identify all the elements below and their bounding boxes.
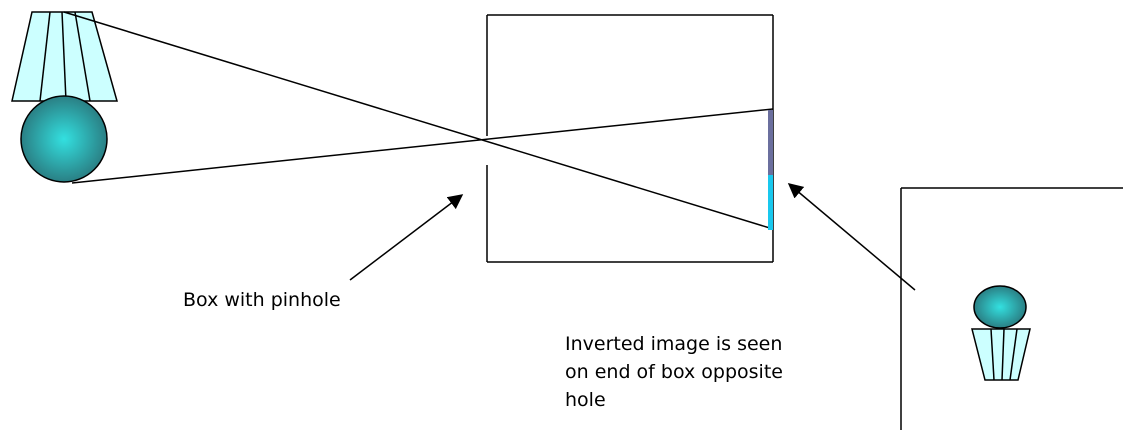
inverted-lamp-base (973, 285, 1027, 329)
caption-line: hole (565, 389, 606, 411)
inverted-lamp-rib (1009, 328, 1018, 381)
lamp-shade-rib (61, 11, 67, 102)
lamp-object (11, 11, 118, 183)
inverted-lamp-rib (1001, 328, 1005, 381)
arrow-to-image (787, 183, 916, 291)
light-ray-bottom (71, 108, 774, 184)
caption-line: Inverted image is seen (565, 333, 783, 355)
inverted-lamp (971, 285, 1031, 381)
inverted-lamp-shade (971, 328, 1031, 381)
projected-image-upper (768, 110, 773, 175)
arrow-to-pinhole (349, 194, 464, 281)
inset-view (900, 187, 1123, 430)
lamp-base (20, 95, 108, 183)
inverted-image-caption: Inverted image is seen on end of box opp… (565, 330, 783, 414)
inverted-lamp-rib (990, 328, 995, 381)
lamp-shade-rib (39, 11, 51, 102)
projected-image-lower (768, 175, 773, 230)
lamp-shade-rib (74, 11, 91, 102)
pinhole-box (486, 14, 774, 263)
light-ray-top (63, 11, 774, 230)
box-with-pinhole-label: Box with pinhole (183, 289, 341, 311)
caption-line: on end of box opposite (565, 361, 783, 383)
